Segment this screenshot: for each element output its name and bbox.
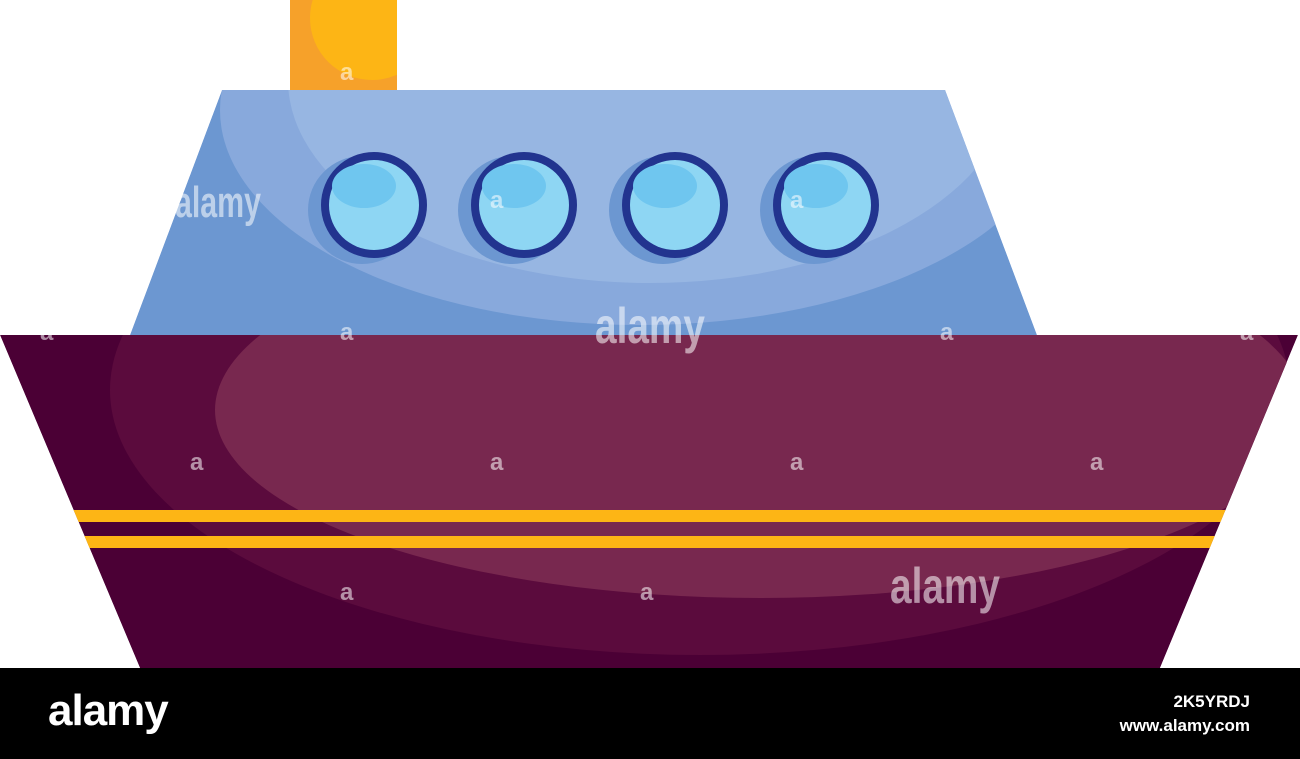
hull-shade-light	[215, 335, 1298, 598]
footer-image-id: 2K5YRDJ	[1173, 692, 1250, 711]
hull	[0, 335, 1298, 668]
porthole-glint	[482, 164, 546, 208]
watermark-letter: a	[490, 449, 504, 476]
footer-site-url: www.alamy.com	[1119, 716, 1250, 735]
watermark-letter: a	[190, 449, 204, 476]
stock-footer-bar: alamy 2K5YRDJ www.alamy.com	[0, 668, 1300, 759]
watermark-letter: a	[40, 319, 54, 346]
watermark-letter: a	[1240, 319, 1254, 346]
porthole-glint	[633, 164, 697, 208]
watermark-word: alamy	[175, 178, 261, 227]
watermark-letter: a	[340, 59, 354, 86]
porthole-glint	[332, 164, 396, 208]
watermark-letter: a	[1090, 449, 1104, 476]
funnel-highlight	[310, 0, 397, 80]
porthole-glint	[784, 164, 848, 208]
watermark-letter: a	[940, 319, 954, 346]
porthole	[760, 152, 879, 264]
watermark-letter: a	[790, 187, 804, 214]
porthole	[458, 152, 577, 264]
porthole	[609, 152, 728, 264]
watermark-word: alamy	[595, 298, 705, 354]
watermark-letter: a	[490, 187, 504, 214]
porthole	[308, 152, 427, 264]
cabin	[130, 90, 1037, 335]
hull-stripe	[0, 510, 1298, 522]
watermark-letter: a	[790, 449, 804, 476]
funnel	[290, 0, 397, 90]
hull-stripe	[0, 536, 1298, 548]
watermark-letter: a	[640, 579, 654, 606]
watermark: alamy alamy alamy a a a a a a a a a a a …	[40, 59, 1254, 614]
watermark-letter: a	[340, 579, 354, 606]
footer-logo: alamy	[48, 686, 169, 735]
watermark-word: alamy	[890, 558, 1000, 614]
watermark-letter: a	[340, 319, 354, 346]
